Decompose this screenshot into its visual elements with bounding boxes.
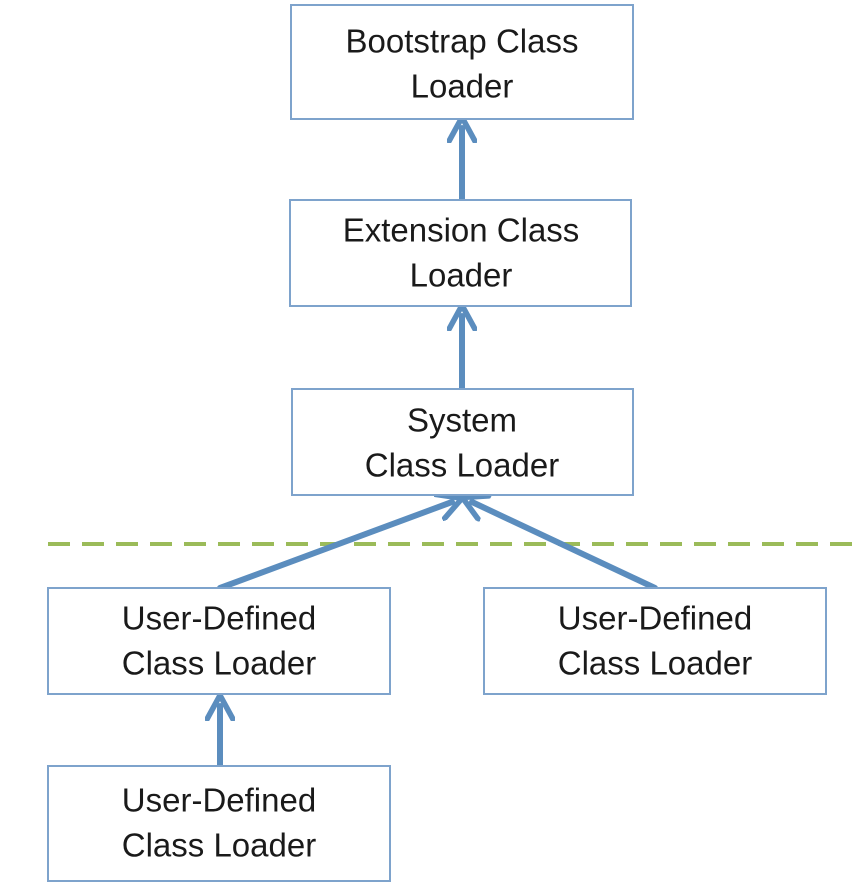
node-system-class-loader: System Class Loader — [291, 388, 634, 496]
node-label-line2: Loader — [410, 257, 513, 294]
node-label-line1: Extension Class — [343, 212, 580, 249]
node-label-line1: System — [407, 402, 517, 439]
node-user-defined-class-loader-right: User-Defined Class Loader — [483, 587, 827, 695]
node-user-defined-class-loader-bottom: User-Defined Class Loader — [47, 765, 391, 882]
node-label-line2: Class Loader — [558, 645, 752, 682]
edge-user-right-to-system — [472, 502, 658, 591]
node-bootstrap-class-loader: Bootstrap Class Loader — [290, 4, 634, 120]
node-user-defined-class-loader-left: User-Defined Class Loader — [47, 587, 391, 695]
node-label-line2: Class Loader — [365, 447, 559, 484]
node-label-line1: User-Defined — [558, 600, 752, 637]
node-label-line2: Class Loader — [122, 827, 316, 864]
node-label-line2: Class Loader — [122, 645, 316, 682]
node-label-line1: User-Defined — [122, 600, 316, 637]
node-extension-class-loader: Extension Class Loader — [289, 199, 632, 307]
node-label-line2: Loader — [411, 68, 514, 105]
node-label-line1: Bootstrap Class — [346, 23, 579, 60]
node-label-line1: User-Defined — [122, 782, 316, 819]
edge-user-left-to-system — [217, 502, 452, 591]
